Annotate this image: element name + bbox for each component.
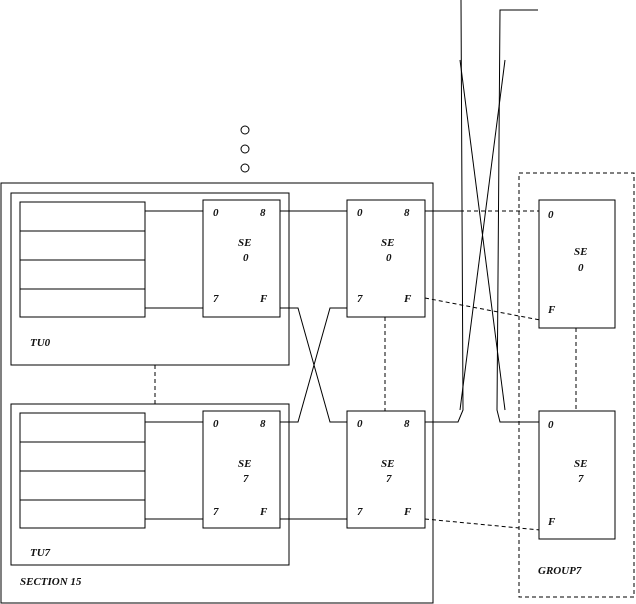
stage-cross-link: [280, 307, 347, 423]
tu7-label: TU7: [30, 547, 51, 559]
tu0-label: TU0: [30, 337, 51, 349]
group-label: GROUP7: [538, 565, 582, 577]
port-label: 0: [213, 418, 219, 430]
se-box: [538, 410, 616, 540]
port-label: F: [403, 293, 412, 305]
se-index: 7: [243, 473, 249, 485]
port-label: 0: [357, 418, 363, 430]
port-label: F: [547, 516, 556, 528]
port-label: 8: [260, 418, 266, 430]
se-name: SE: [574, 458, 587, 470]
port-label: 0: [213, 207, 219, 219]
port-label: 0: [548, 419, 554, 431]
port-label: F: [403, 506, 412, 518]
se-name: SE: [238, 458, 251, 470]
port-label: 7: [357, 506, 363, 518]
long-link: [425, 0, 464, 423]
se-group-top: 0 SE 0 F: [538, 199, 616, 329]
port-label: 7: [357, 293, 363, 305]
se-name: SE: [574, 246, 587, 258]
tu7-buffer-slot: [19, 499, 146, 529]
se-stage1-top: 0 8 SE 0 7 F: [202, 199, 281, 318]
se-box: [202, 410, 281, 529]
tu7-buffer-slot: [19, 441, 146, 472]
port-label: 8: [404, 418, 410, 430]
port-label: 0: [548, 209, 554, 221]
continuation-dot: [240, 163, 250, 173]
se-index: 0: [243, 252, 249, 264]
continuation-dot: [240, 144, 250, 154]
port-label: 7: [213, 293, 219, 305]
se-box: [538, 199, 616, 329]
port-label: F: [547, 304, 556, 316]
se-stage2-top: 0 8 SE 0 7 F: [346, 199, 426, 318]
port-label: 7: [213, 506, 219, 518]
port-label: F: [259, 293, 268, 305]
out-link-dashed: [424, 297, 541, 321]
section-frame: [0, 182, 434, 604]
se-name: SE: [238, 237, 251, 249]
tu0-frame: [10, 192, 290, 366]
port-label: 8: [404, 207, 410, 219]
se-index: 0: [578, 262, 584, 274]
tu7-frame: [10, 403, 290, 566]
se-stage1-bottom: 0 8 SE 7 7 F: [202, 410, 281, 529]
se-stage2-bottom: 0 8 SE 7 7 F: [346, 410, 426, 529]
tu0-buffer-slot: [19, 288, 146, 318]
crossing-link: [459, 59, 506, 411]
tu0-buffer-slot: [19, 230, 146, 261]
se-box: [202, 199, 281, 318]
group-frame: [518, 172, 635, 598]
se-box: [346, 199, 426, 318]
continuation-dot: [240, 125, 250, 135]
tu0-buffer-slot: [19, 259, 146, 290]
tu7-buffer-slot: [19, 470, 146, 501]
out-link-dashed: [424, 518, 541, 531]
tu0-buffer-slot: [19, 201, 146, 232]
long-link: [496, 9, 540, 423]
se-index: 0: [386, 252, 392, 264]
port-label: 0: [357, 207, 363, 219]
se-box: [346, 410, 426, 529]
port-label: 8: [260, 207, 266, 219]
se-name: SE: [381, 458, 394, 470]
se-index: 7: [386, 473, 392, 485]
se-name: SE: [381, 237, 394, 249]
section-label: SECTION 15: [20, 576, 82, 588]
tu7-buffer-slot: [19, 412, 146, 443]
se-group-bottom: 0 SE 7 F: [538, 410, 616, 540]
se-index: 7: [578, 473, 584, 485]
port-label: F: [259, 506, 268, 518]
